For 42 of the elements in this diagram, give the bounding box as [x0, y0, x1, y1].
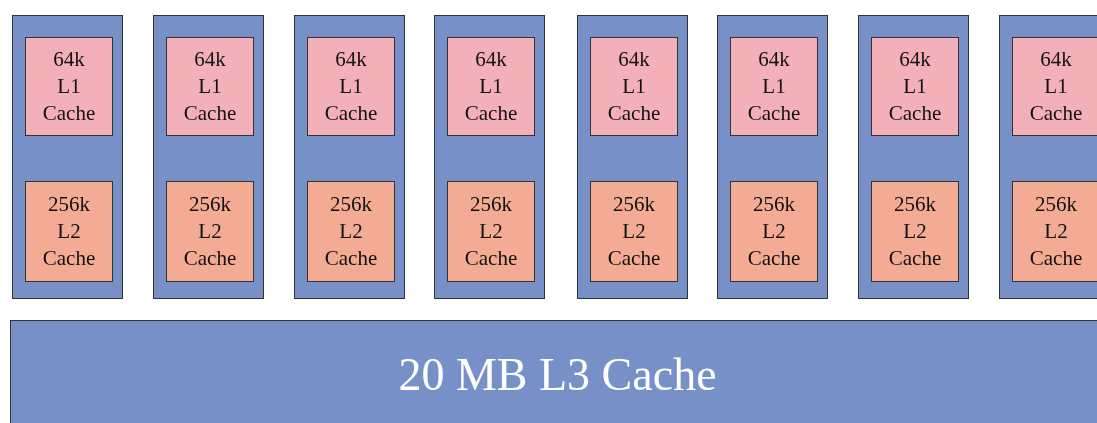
core-panel	[577, 15, 688, 299]
core-panel	[294, 15, 405, 299]
core-panel	[717, 15, 828, 299]
l1-cache-box	[25, 37, 113, 136]
cache-label: 256k L2 Cache	[1029, 191, 1083, 272]
l2-cache-box	[166, 181, 254, 282]
cache-label: 20 MB L3 Cache	[398, 350, 717, 400]
core-panel	[153, 15, 264, 299]
l2-cache-box	[871, 181, 959, 282]
cache-label: 256k L2 Cache	[183, 191, 237, 272]
l2-cache-box	[1012, 181, 1097, 282]
cache-label: 256k L2 Cache	[324, 191, 378, 272]
cache-label: 256k L2 Cache	[42, 191, 96, 272]
l2-cache-box	[730, 181, 818, 282]
core-panel	[999, 15, 1097, 299]
l1-cache-box	[307, 37, 395, 136]
cache-label: 64k L1 Cache	[607, 46, 661, 127]
l2-cache-box	[447, 181, 535, 282]
l1-cache-box	[1012, 37, 1097, 136]
l2-cache-box	[307, 181, 395, 282]
l2-cache-box	[25, 181, 113, 282]
l1-cache-box	[590, 37, 678, 136]
cache-label: 64k L1 Cache	[183, 46, 237, 127]
l1-cache-box	[730, 37, 818, 136]
l1-cache-box	[447, 37, 535, 136]
cache-label: 64k L1 Cache	[324, 46, 378, 127]
core-panel	[858, 15, 969, 299]
cache-label: 256k L2 Cache	[888, 191, 942, 272]
l1-cache-box	[166, 37, 254, 136]
cache-label: 256k L2 Cache	[607, 191, 661, 272]
cache-label: 256k L2 Cache	[464, 191, 518, 272]
l3-cache-bar	[10, 320, 1097, 423]
cache-label: 64k L1 Cache	[888, 46, 942, 127]
cache-label: 64k L1 Cache	[747, 46, 801, 127]
l2-cache-box	[590, 181, 678, 282]
cache-label: 256k L2 Cache	[747, 191, 801, 272]
cache-label: 64k L1 Cache	[1029, 46, 1083, 127]
core-panel	[12, 15, 123, 299]
l1-cache-box	[871, 37, 959, 136]
core-panel	[434, 15, 545, 299]
cache-label: 64k L1 Cache	[464, 46, 518, 127]
cache-label: 64k L1 Cache	[42, 46, 96, 127]
